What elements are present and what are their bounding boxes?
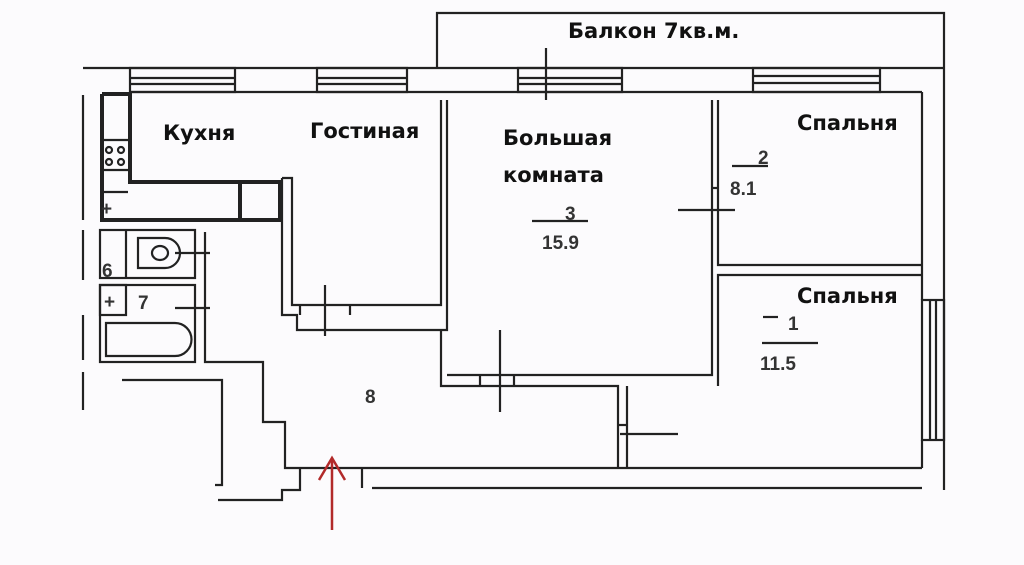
bedroom1-label: Спальня: [797, 284, 898, 308]
bedroom2-label: Спальня: [797, 111, 898, 135]
bathroom-number: 7: [138, 293, 149, 314]
interior-walls: [122, 100, 922, 502]
balcony: Балкон 7кв.м.: [435, 11, 946, 100]
toilet-icon: [150, 244, 170, 262]
bedroom2-area: 8.1: [730, 179, 757, 200]
hall-number: 8: [365, 387, 376, 408]
kitchen-label: Кухня: [163, 121, 235, 145]
big-room-number: 3: [565, 204, 576, 225]
big-room-label-2: комната: [503, 163, 604, 187]
toilet-number: 6: [102, 261, 113, 282]
kitchen-counter: +: [100, 92, 282, 222]
balcony-label: Балкон 7кв.м.: [568, 19, 739, 43]
sink-icon: +: [101, 199, 112, 220]
washbasin-icon: +: [104, 292, 115, 313]
bedroom1-area: 11.5: [760, 354, 796, 375]
entrance-arrow-icon: [317, 455, 347, 530]
living-room-label: Гостиная: [310, 119, 419, 143]
wet-rooms: + 6 7: [98, 228, 210, 364]
bathtub-icon: [104, 321, 193, 358]
big-room-area: 15.9: [542, 233, 579, 254]
bedroom2-number: 2: [758, 148, 769, 169]
big-room-label-1: Большая: [503, 126, 612, 150]
bedroom1-number: 1: [788, 314, 799, 335]
windows: [128, 66, 946, 442]
